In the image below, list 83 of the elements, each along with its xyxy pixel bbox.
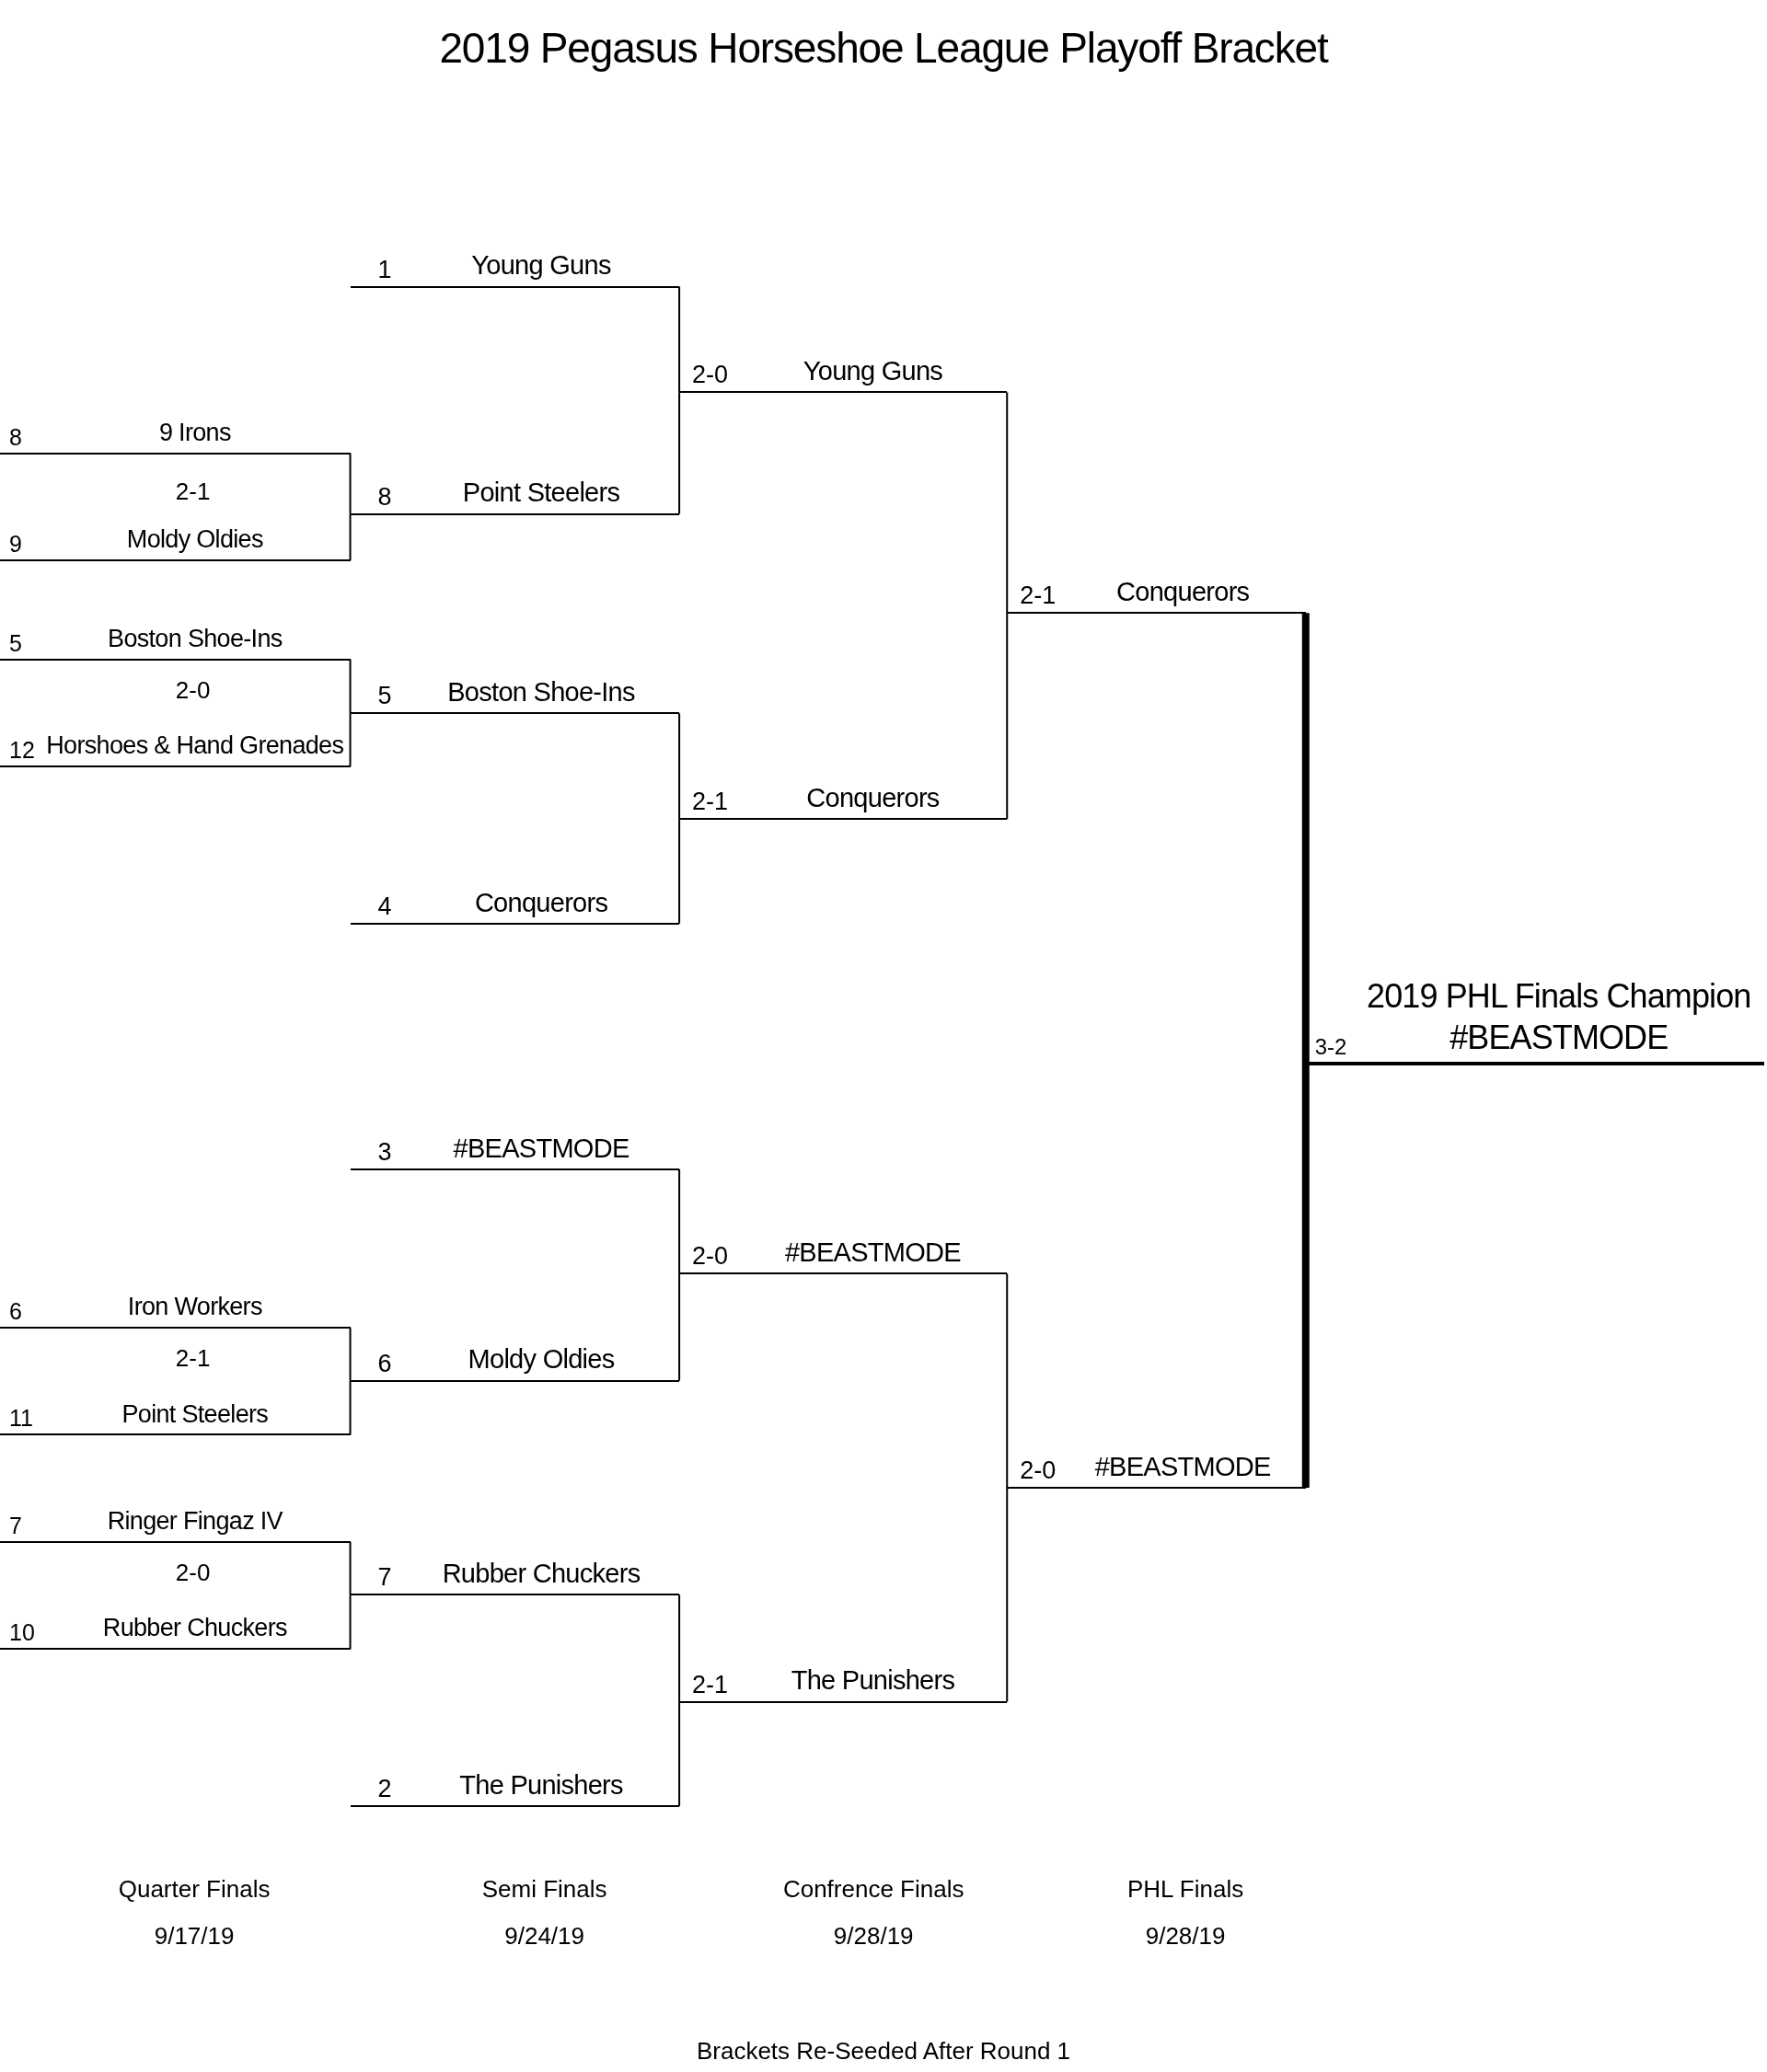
bracket-line	[678, 1168, 681, 1275]
team-name: Young Guns	[803, 355, 943, 388]
team-name: Boston Shoe-Ins	[447, 676, 635, 709]
bracket-line	[349, 452, 352, 515]
team-name: The Punishers	[459, 1768, 623, 1801]
bracket-line	[349, 658, 352, 715]
seed-number: 7	[8, 1514, 23, 1540]
bracket-line	[678, 818, 681, 925]
bracket-line	[349, 712, 352, 767]
team-name: The Punishers	[791, 1664, 955, 1698]
match-score: 2-0	[691, 1244, 730, 1272]
team-name: #BEASTMODE	[453, 1132, 629, 1165]
team-name: Moldy Oldies	[126, 524, 263, 556]
seed-number: 9	[8, 532, 23, 558]
match-score: 2-1	[175, 1342, 211, 1374]
bracket-line	[349, 1540, 352, 1596]
team-name: Conquerors	[1116, 576, 1250, 609]
round-name: Semi Finals	[481, 1873, 607, 1905]
team-name: Point Steelers	[121, 1399, 269, 1430]
team-name: Conquerors	[474, 886, 608, 919]
seed-number: 5	[8, 631, 23, 658]
round-name: Confrence Finals	[782, 1873, 964, 1905]
bracket-line	[678, 1272, 681, 1382]
bracket-line	[349, 1594, 352, 1651]
seed-number: 8	[376, 484, 393, 512]
team-name: Rubber Chuckers	[442, 1558, 641, 1590]
bracket-line	[678, 285, 681, 394]
team-name: Horshoes & Hand Grenades	[46, 731, 344, 762]
team-name: Boston Shoe-Ins	[108, 623, 283, 654]
round-date: 9/17/19	[154, 1920, 235, 1951]
seed-number: 2	[376, 1777, 393, 1804]
seed-number: 7	[376, 1565, 393, 1594]
round-date: 9/28/19	[833, 1920, 914, 1951]
bracket-line	[349, 512, 352, 561]
match-score: 3-2	[1313, 1035, 1348, 1061]
match-score: 2-1	[691, 1672, 730, 1700]
team-name: #BEASTMODE	[784, 1237, 961, 1270]
bracket-line	[1301, 613, 1310, 1064]
bracket-line	[1301, 1064, 1310, 1488]
bracket-line	[349, 1379, 352, 1436]
bracket-line	[678, 712, 681, 821]
team-name: Rubber Chuckers	[102, 1613, 287, 1644]
bracket-line	[1006, 1272, 1009, 1489]
seed-number: 1	[376, 257, 393, 285]
team-name: 9 Irons	[158, 417, 231, 448]
seed-number: 6	[376, 1351, 393, 1379]
bracket-line	[678, 391, 681, 515]
seed-number: 10	[8, 1621, 36, 1648]
bracket-line	[1006, 391, 1009, 615]
bracket-line	[678, 1700, 681, 1807]
team-name: #BEASTMODE	[1094, 1450, 1271, 1483]
bracket-line	[1006, 612, 1009, 821]
match-score: 2-1	[1019, 583, 1057, 612]
match-score: 2-0	[175, 1557, 211, 1588]
team-name: Point Steelers	[462, 477, 620, 510]
team-name: Ringer Fingaz IV	[107, 1506, 283, 1537]
seed-number: 6	[8, 1300, 23, 1327]
seed-number: 11	[8, 1407, 34, 1433]
seed-number: 12	[8, 738, 36, 765]
round-date: 9/24/19	[504, 1920, 584, 1951]
match-score: 2-1	[691, 789, 730, 818]
match-score: 2-0	[691, 363, 730, 391]
bracket-line	[678, 1594, 681, 1703]
seed-number: 5	[376, 684, 393, 712]
bracket-title: 2019 Pegasus Horseshoe League Playoff Bracket	[438, 23, 1330, 74]
seed-number: 3	[376, 1139, 393, 1168]
seed-number: 8	[8, 425, 23, 452]
bracket-line	[349, 1327, 352, 1382]
round-date: 9/28/19	[1145, 1920, 1226, 1951]
seed-number: 4	[376, 893, 393, 922]
round-name: Quarter Finals	[118, 1873, 271, 1905]
match-score: 2-1	[175, 476, 211, 507]
team-name: Iron Workers	[127, 1292, 262, 1323]
bracket-line	[1006, 1486, 1009, 1703]
round-name: PHL Finals	[1127, 1873, 1244, 1905]
team-name: Conquerors	[806, 782, 940, 815]
team-name: #BEASTMODE	[1449, 1017, 1669, 1058]
team-name: Young Guns	[471, 249, 611, 282]
footnote: Brackets Re-Seeded After Round 1	[695, 2036, 1072, 2066]
champion-heading: 2019 PHL Finals Champion	[1367, 975, 1751, 1017]
match-score: 2-0	[1019, 1457, 1057, 1486]
team-name: Moldy Oldies	[468, 1343, 615, 1376]
match-score: 2-0	[175, 674, 211, 706]
